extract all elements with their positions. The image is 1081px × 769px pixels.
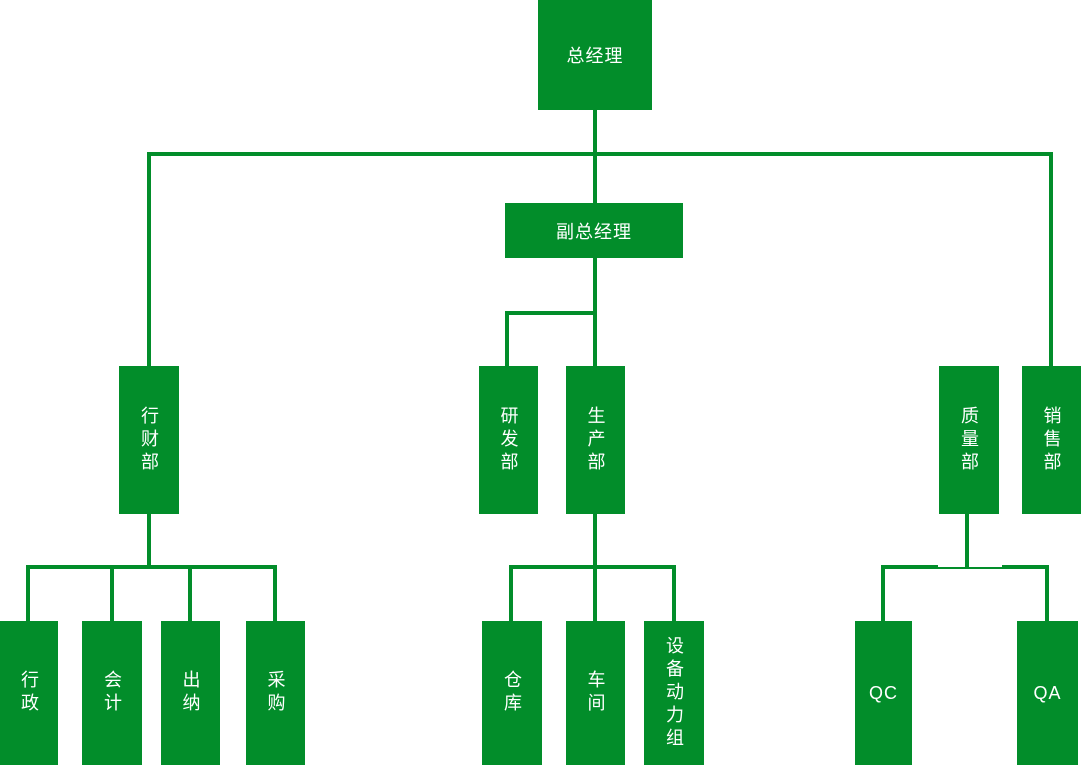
connector-finance-admin-down	[147, 514, 151, 569]
connector-branch-rnd	[505, 311, 597, 315]
connector-drop-qc	[881, 569, 885, 621]
connector-drop-qa	[1045, 569, 1049, 621]
node-label: 行政	[19, 670, 39, 716]
node-label: 总经理	[566, 46, 624, 66]
connector-production-down	[593, 514, 597, 569]
node-label: QC	[869, 682, 898, 703]
node-warehouse: 仓库	[482, 621, 542, 765]
connector-gm-down	[593, 110, 597, 156]
node-label: 质量部	[959, 405, 979, 475]
node-equipment-power-group: 设备动力组	[644, 621, 704, 765]
node-qa: QA	[1017, 621, 1078, 765]
node-accounting: 会计	[82, 621, 142, 765]
connector-drop-deputy-gm	[593, 156, 597, 203]
node-label: 会计	[102, 670, 122, 716]
node-workshop: 车间	[566, 621, 625, 765]
node-qc: QC	[855, 621, 912, 765]
node-administration: 行政	[0, 621, 58, 765]
connector-drop-workshop	[593, 569, 597, 621]
node-procurement: 采购	[246, 621, 305, 765]
node-label: 研发部	[498, 405, 519, 475]
node-rnd-dept: 研发部	[479, 366, 538, 514]
node-label: 车间	[585, 670, 606, 716]
node-label: 副总经理	[556, 221, 632, 242]
node-label: 生产部	[585, 405, 606, 475]
connector-quality-down	[965, 514, 969, 569]
node-label: 销售部	[1041, 405, 1062, 475]
node-deputy-general-manager: 副总经理	[505, 203, 683, 258]
node-label: 出纳	[180, 670, 201, 716]
node-sales-dept: 销售部	[1022, 366, 1081, 514]
connector-drop-cashier	[188, 569, 192, 621]
node-label: 设备动力组	[664, 635, 684, 751]
right-rail-thin-segment	[938, 565, 1002, 567]
connector-top-rail	[147, 152, 1053, 156]
node-label: 采购	[265, 670, 286, 716]
node-label: QA	[1033, 682, 1062, 703]
connector-drop-finance-admin	[147, 156, 151, 366]
node-quality-dept: 质量部	[939, 366, 999, 514]
connector-drop-equipment-power	[672, 569, 676, 621]
node-cashier: 出纳	[161, 621, 220, 765]
connector-drop-accounting	[110, 569, 114, 621]
node-label: 行财部	[139, 405, 159, 475]
connector-drop-rnd	[505, 315, 509, 366]
connector-mid-rail	[509, 565, 676, 569]
node-production-dept: 生产部	[566, 366, 625, 514]
node-general-manager: 总经理	[538, 0, 652, 110]
node-label: 仓库	[502, 670, 522, 716]
connector-drop-administration	[26, 569, 30, 621]
connector-left-rail	[26, 565, 277, 569]
node-finance-admin-dept: 行财部	[119, 366, 179, 514]
connector-drop-sales	[1049, 156, 1053, 366]
connector-drop-warehouse	[509, 569, 513, 621]
connector-drop-procurement	[273, 569, 277, 621]
